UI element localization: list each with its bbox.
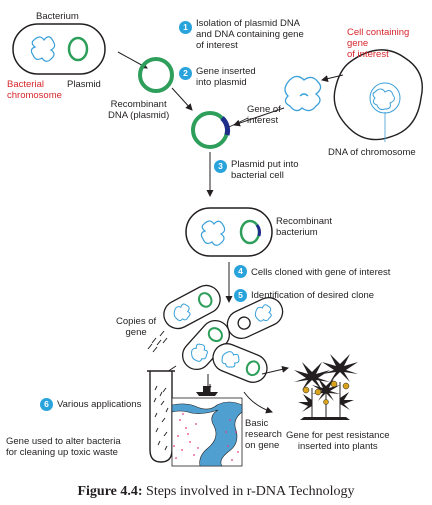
step-1-badge: 1 (179, 21, 192, 34)
caption-text: Steps involved in r-DNA Technology (146, 484, 355, 499)
cloned-bacteria (163, 284, 284, 383)
step-4-text: Cells cloned with gene of interest (251, 267, 391, 278)
gene-for-pest-label: Gene for pest resistance inserted into p… (286, 430, 390, 452)
recombinant-bacterium-label: Recombinant bacterium (276, 216, 332, 238)
step-2-text: Gene inserted into plasmid (196, 66, 256, 88)
step-3-text: Plasmid put into bacterial cell (231, 159, 299, 181)
bacterial-chromosome-shape (30, 36, 56, 62)
transgenic-plants (294, 354, 358, 420)
step-1-text: Isolation of plasmid DNA and DNA contain… (196, 18, 304, 51)
gene-copies-marks (147, 330, 168, 353)
gene-of-interest-label: Gene of interest (247, 104, 281, 126)
cell-containing-gene-label: Cell containing gene of interest (347, 27, 410, 60)
step-3-badge: 3 (214, 160, 227, 173)
plasmid-ring (67, 36, 89, 62)
extracted-dna (284, 75, 322, 112)
step-6-text: Various applications (57, 399, 142, 410)
recombinant-dna-label: Recombinant DNA (plasmid) (108, 99, 170, 121)
bacterial-chromosome-label: Bacterial chromosome (7, 79, 62, 101)
plasmid-with-gene (191, 111, 231, 149)
recombinant-plasmid-ring (138, 57, 174, 93)
basic-research-label: Basic research on gene (245, 418, 282, 451)
toxic-waste-scene (171, 384, 243, 467)
recombinant-bacterium-cell (185, 207, 273, 257)
dna-of-chromosome-label: DNA of chromosome (328, 147, 416, 158)
step-2-badge: 2 (179, 67, 192, 80)
bacterium-cell (12, 23, 106, 75)
step-4-badge: 4 (234, 265, 247, 278)
copies-of-gene-label: Copies of gene (116, 316, 157, 338)
donor-cell (333, 49, 423, 142)
test-tube (147, 370, 175, 463)
step-5-text: Identification of desired clone (251, 290, 375, 301)
bacterium-label: Bacterium (36, 11, 79, 22)
step-5-badge: 5 (234, 289, 247, 302)
caption-label: Figure 4.4: (77, 484, 143, 499)
step-6-badge: 6 (40, 398, 53, 411)
figure-caption: Figure 4.4: Steps involved in r-DNA Tech… (0, 484, 432, 500)
plasmid-label: Plasmid (67, 79, 101, 90)
gene-toxic-waste-label: Gene used to alter bacteria for cleaning… (6, 436, 121, 458)
